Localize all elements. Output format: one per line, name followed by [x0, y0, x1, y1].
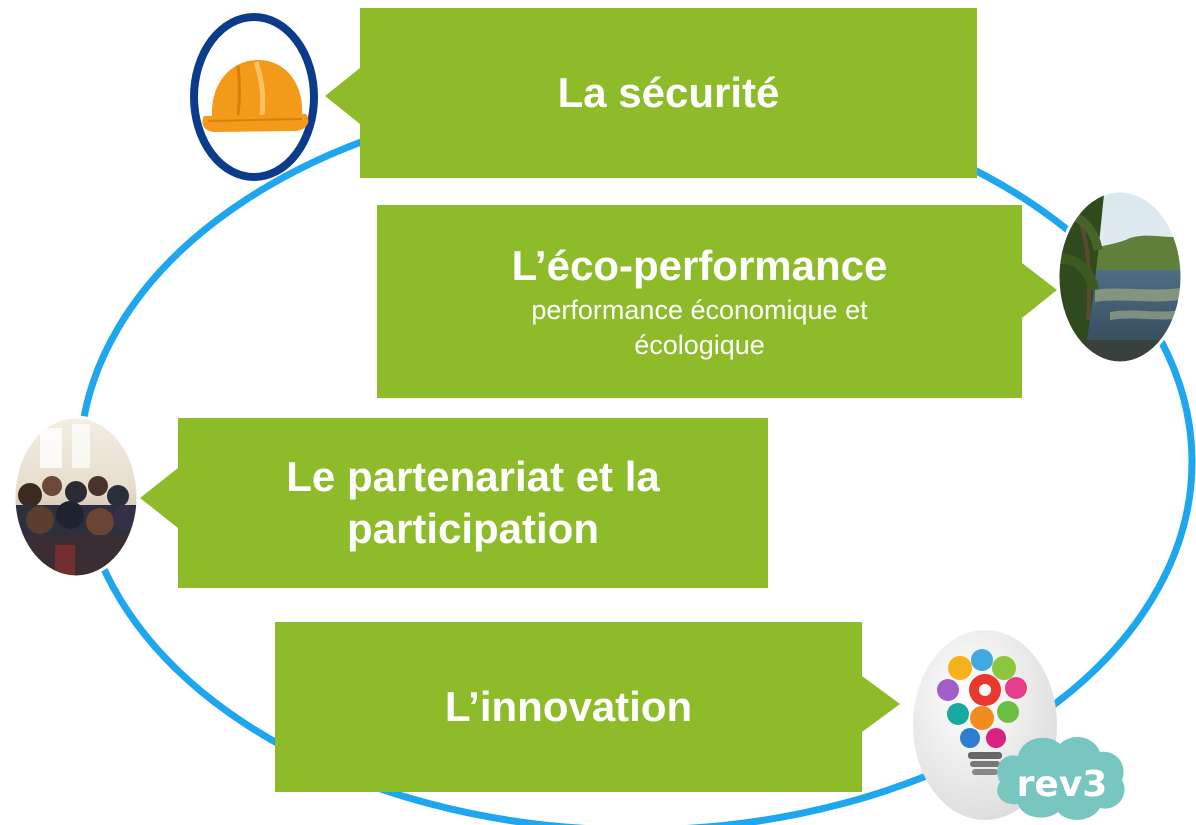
item-title-partenariat: Le partenariat et la participation — [286, 452, 660, 553]
hard-hat-icon — [190, 13, 318, 181]
audience-meeting-photo — [12, 415, 140, 579]
arrow-partenariat — [140, 468, 178, 528]
item-title-securite: La sécurité — [557, 68, 780, 116]
item-subtitle-eco-performance: performance économique et écologique — [531, 294, 868, 360]
arrow-securite — [325, 68, 360, 124]
item-box-securite: La sécurité — [360, 8, 977, 178]
item-title-innovation: L’innovation — [444, 682, 693, 730]
item-title-eco-performance: L’éco-performance — [511, 242, 888, 290]
arrow-eco-performance — [1022, 263, 1057, 318]
item-box-partenariat: Le partenariat et la participation — [178, 418, 768, 588]
item-box-eco-performance: L’éco-performance performance économique… — [377, 205, 1022, 398]
svg-text:rev3: rev3 — [1017, 764, 1108, 805]
rev3-logo: rev3 — [997, 737, 1125, 820]
arrow-innovation — [862, 676, 900, 732]
item-box-innovation: L’innovation — [275, 622, 862, 792]
